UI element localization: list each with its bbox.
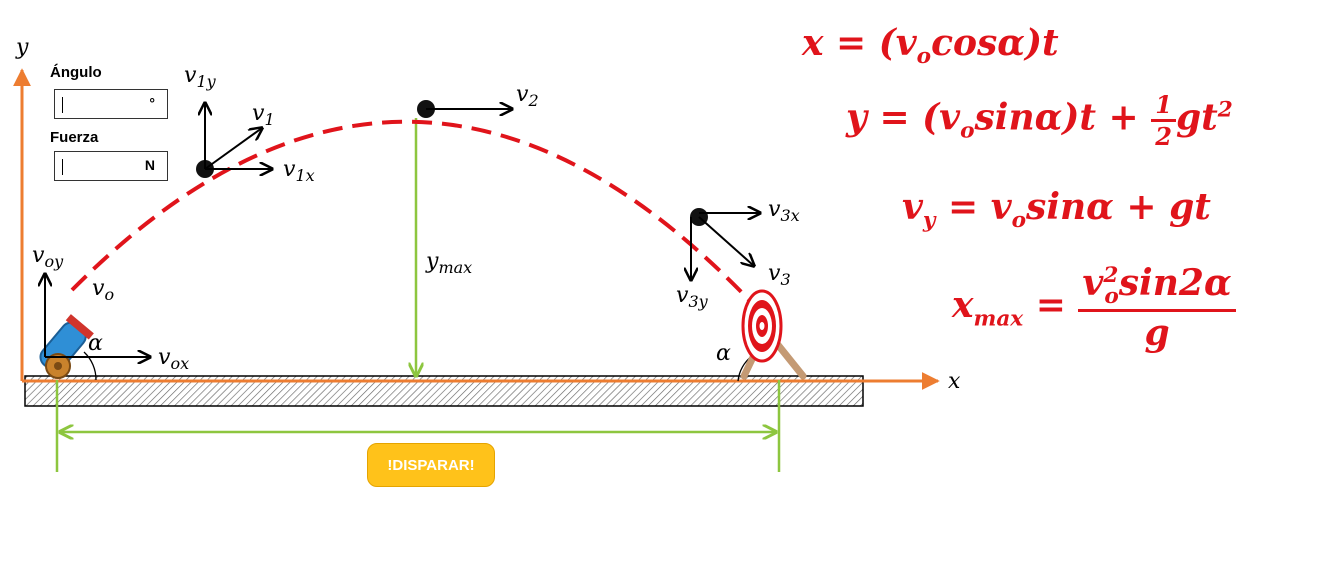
force-input[interactable]: N (54, 151, 168, 181)
angle-unit: ° (149, 95, 155, 111)
equation-x: x = (vocosα)t (802, 22, 1059, 70)
label-voy: voy (32, 243, 64, 271)
label-vox: vox (158, 345, 189, 373)
force-input-caret (62, 159, 63, 175)
label-ymax: ymax (425, 249, 472, 277)
label-v1y: v1y (184, 63, 217, 91)
launch-angle-label: α (88, 331, 103, 356)
fire-button[interactable]: !DISPARAR! (367, 443, 495, 487)
label-v1: v1 (252, 101, 275, 129)
launch-angle-arc (83, 351, 97, 381)
target (740, 289, 807, 380)
angle-input-caret (62, 97, 63, 113)
y-axis-label: y (15, 35, 29, 60)
vector-v3 (698, 216, 754, 266)
vector-v1 (204, 128, 262, 170)
equation-vy: vy = vosinα + gt (902, 186, 1211, 234)
trajectory-path (70, 119, 768, 320)
force-unit: N (144, 157, 155, 173)
cannon (39, 314, 94, 379)
angle-input[interactable]: ° (54, 89, 168, 119)
impact-angle-label: α (716, 341, 731, 366)
force-label: Fuerza (50, 129, 99, 146)
label-vo: vo (92, 276, 114, 304)
angle-label: Ángulo (50, 64, 102, 81)
label-v3y: v3y (676, 283, 709, 311)
label-v3: v3 (768, 261, 791, 289)
label-v3x: v3x (768, 197, 800, 225)
label-v1x: v1x (283, 157, 315, 185)
x-axis-label: x (948, 369, 961, 394)
label-v2: v2 (516, 82, 539, 110)
